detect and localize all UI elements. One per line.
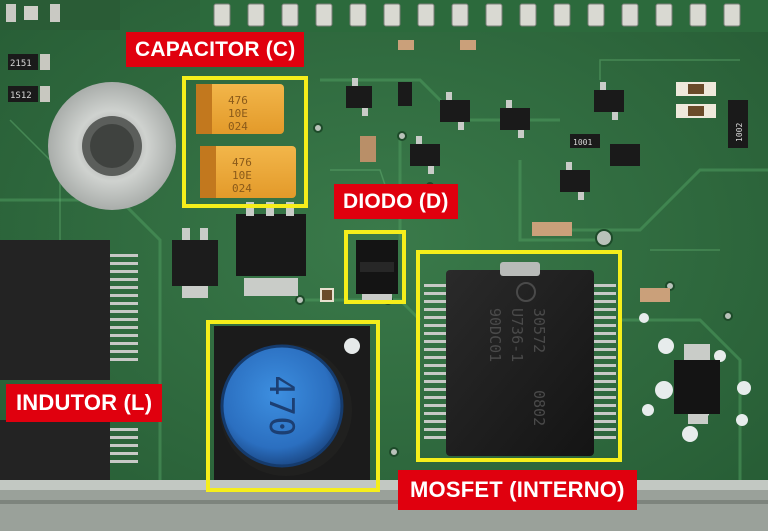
mosfet-label: MOSFET (INTERNO) <box>398 470 637 510</box>
svg-text:10E: 10E <box>232 169 252 182</box>
resistor-marking: 1001 <box>573 138 592 147</box>
bosch-logo-icon <box>516 282 536 302</box>
svg-text:0802: 0802 <box>530 390 548 426</box>
svg-text:30572: 30572 <box>530 308 548 353</box>
inductor-highlight-box <box>206 320 380 492</box>
resistor-marking: 2151 <box>10 59 32 69</box>
svg-text:U736-1: U736-1 <box>508 308 526 362</box>
capacitor-highlight-box <box>182 76 308 208</box>
resistor-marking: 1002 <box>735 123 744 142</box>
tantalum-capacitor-1: 476 10E 024 <box>196 84 284 134</box>
svg-text:10E: 10E <box>228 107 248 120</box>
diode-highlight-box <box>344 230 406 304</box>
inductor-label: INDUTOR (L) <box>6 384 163 422</box>
svg-text:470: 470 <box>261 375 301 436</box>
tantalum-capacitor-2: 476 10E 024 <box>200 146 296 198</box>
diode-label: DIODO (D) <box>334 184 458 219</box>
svg-text:024: 024 <box>228 120 248 133</box>
svg-text:024: 024 <box>232 182 252 195</box>
svg-text:90DC01: 90DC01 <box>486 308 504 362</box>
smd-diode <box>356 240 398 300</box>
mosfet-highlight-box <box>416 250 622 462</box>
resistor-marking: 1S12 <box>10 91 32 101</box>
svg-text:476: 476 <box>232 156 252 169</box>
svg-text:476: 476 <box>228 94 248 107</box>
mosfet-chip: 30572 0802 U736-1 90DC01 <box>424 262 616 456</box>
capacitor-label: CAPACITOR (C) <box>126 32 305 67</box>
inductor: 470 <box>214 326 370 486</box>
